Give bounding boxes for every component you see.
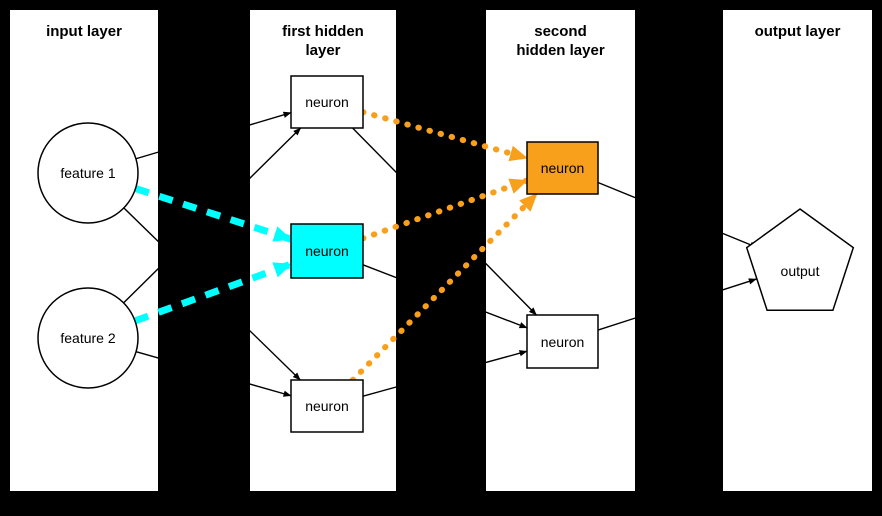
node-label-out: output [780, 263, 820, 279]
node-label-h2b: neuron [540, 333, 585, 350]
layer-title-output: output layer [754, 23, 841, 40]
layer-title-input: input layer [46, 23, 122, 40]
layer-panel-hidden2 [486, 10, 635, 491]
layer-panel-output [723, 10, 872, 491]
node-label-h1a: neuron [305, 94, 349, 110]
node-label-feature1: feature 1 [60, 165, 116, 181]
layer-title-hidden1: first hidden layer [282, 23, 364, 59]
node-label-h2a: neuron [540, 160, 585, 176]
node-label-feature2: feature 2 [60, 330, 116, 346]
edge-layer [123, 109, 758, 397]
node-label-h1b: neuron [305, 243, 349, 259]
layer-panel-input [10, 10, 158, 491]
layer-title-hidden2: second hidden layer [516, 23, 605, 59]
node-label-h1c: neuron [305, 398, 349, 414]
